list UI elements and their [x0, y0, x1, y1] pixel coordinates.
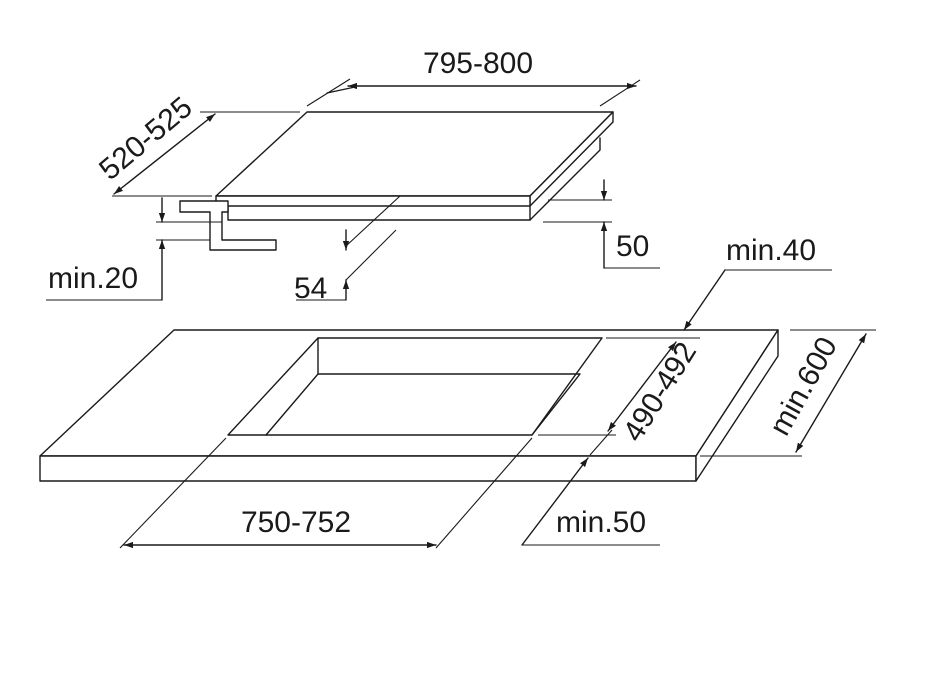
dim-min-front-gap: min.50 [521, 429, 660, 546]
fixing-bracket [179, 200, 277, 251]
hob-front-edge [215, 195, 531, 207]
worktop-front [39, 455, 697, 482]
dim-hob-width: 795-800 [306, 47, 641, 107]
dim-frame-height-label: 54 [294, 272, 327, 305]
dim-hob-thickness: 50 [543, 179, 660, 269]
dim-hob-width-label: 795-800 [423, 47, 533, 80]
hob-glass-top [215, 111, 614, 197]
dim-min-clearance: min.20 [46, 197, 222, 301]
worktop-right-side [695, 329, 779, 482]
worktop-drawing [39, 329, 779, 482]
dim-min-front-gap-label: min.50 [556, 506, 646, 539]
dim-min-rear-gap-label: min.40 [726, 234, 816, 267]
dim-cutout-width-label: 750-752 [241, 506, 351, 539]
dim-hob-thickness-label: 50 [616, 230, 649, 263]
dim-min-clearance-label: min.20 [48, 262, 138, 295]
hob-drawing [179, 111, 614, 251]
dim-frame-height: 54 [294, 195, 401, 305]
cutout-inner-edge [317, 337, 581, 436]
dim-cutout-width: 750-752 [119, 437, 533, 549]
